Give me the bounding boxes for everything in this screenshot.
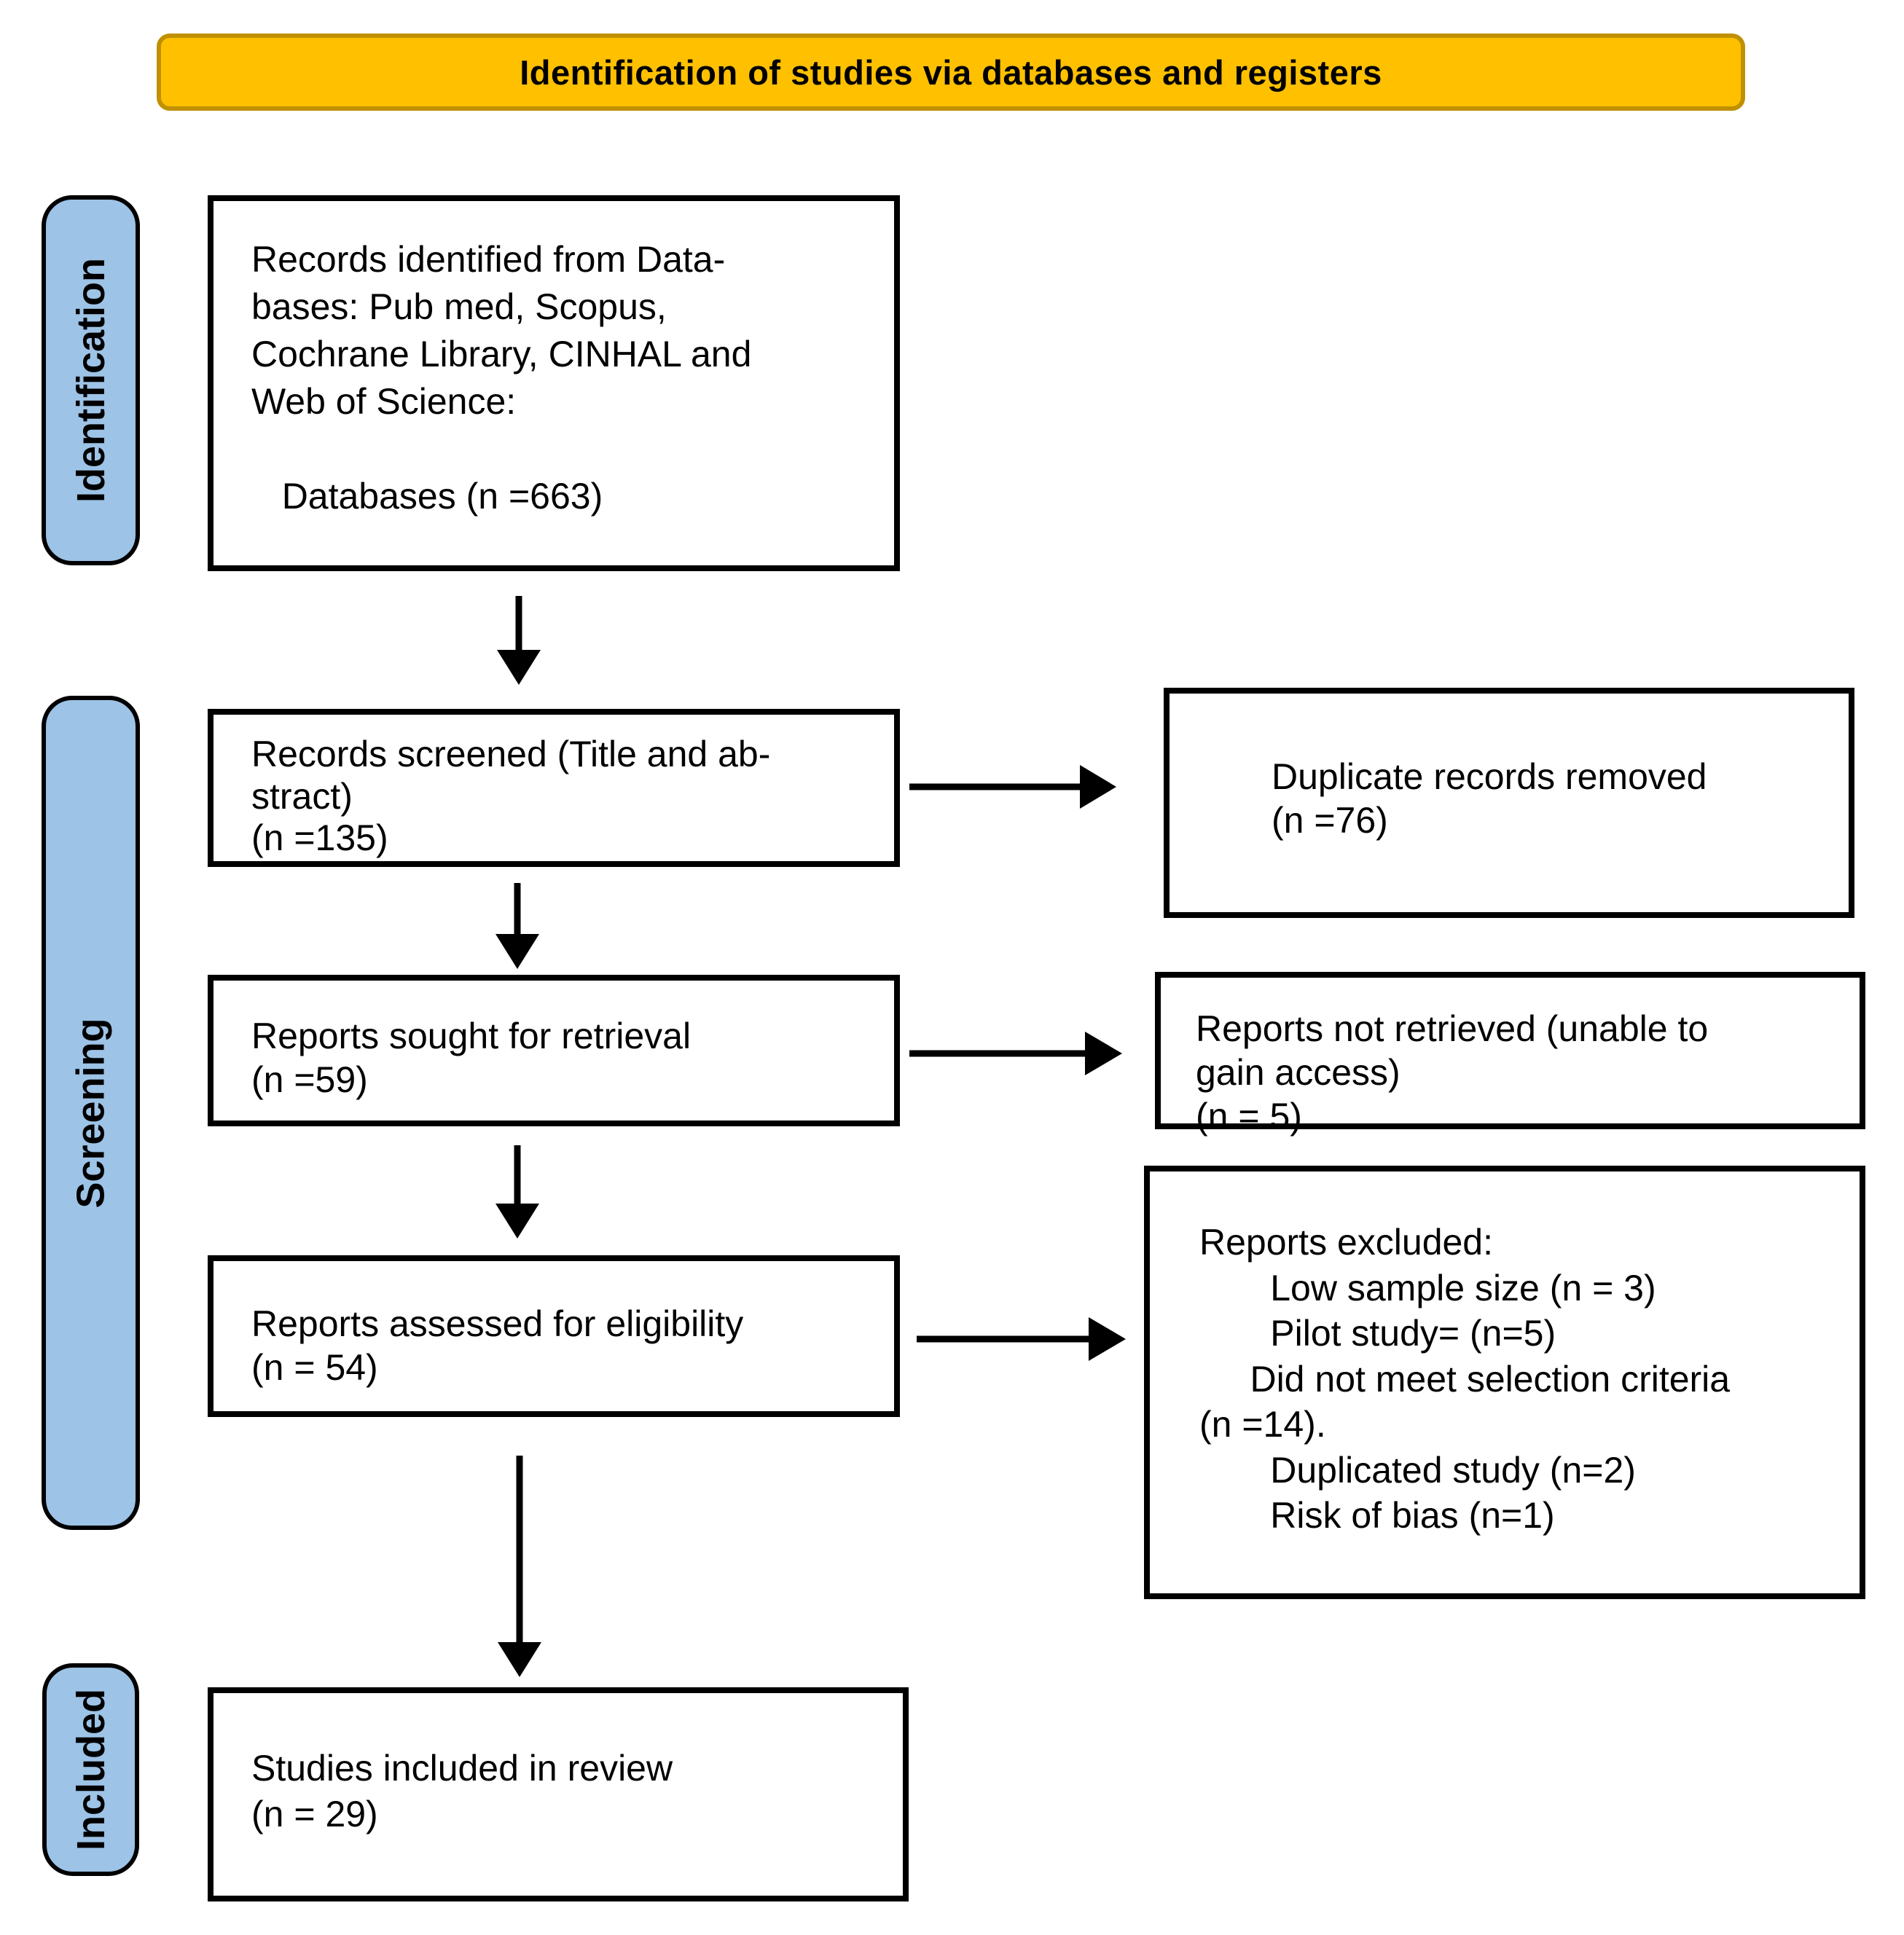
arrow-assessed-to-included bbox=[498, 1456, 541, 1677]
stage-label-identification: Identification bbox=[68, 258, 113, 503]
box-reports-sought: Reports sought for retrieval (n =59) bbox=[208, 975, 900, 1126]
box-reports-not-retrieved: Reports not retrieved (unable to gain ac… bbox=[1155, 972, 1865, 1137]
box-records-screened-text: Records screened (Title and ab- stract) … bbox=[251, 734, 771, 858]
stage-label-screening: Screening bbox=[68, 1017, 113, 1209]
arrow-sought-to-assessed bbox=[495, 1145, 539, 1239]
arrow-screened-to-duplicates bbox=[909, 765, 1116, 809]
diagram-title: Identification of studies via databases … bbox=[520, 52, 1382, 92]
box-records-identified: Records identified from Data- bases: Pub… bbox=[208, 195, 900, 571]
stage-bar-included: Included bbox=[42, 1663, 139, 1876]
box-reports-excluded: Reports excluded: Low sample size (n = 3… bbox=[1144, 1166, 1865, 1599]
box-duplicate-records-removed-text: Duplicate records removed (n =76) bbox=[1272, 756, 1707, 841]
arrow-assessed-to-excluded bbox=[917, 1317, 1126, 1361]
arrow-screened-to-sought bbox=[495, 883, 539, 969]
stage-label-included: Included bbox=[68, 1688, 113, 1851]
arrow-identified-to-screened bbox=[497, 596, 541, 685]
stage-bar-screening: Screening bbox=[42, 696, 140, 1530]
box-reports-assessed: Reports assessed for eligibility (n = 54… bbox=[208, 1255, 900, 1417]
box-reports-sought-text: Reports sought for retrieval (n =59) bbox=[251, 1016, 692, 1100]
stage-bar-identification: Identification bbox=[42, 195, 140, 565]
box-duplicate-records-removed: Duplicate records removed (n =76) bbox=[1164, 688, 1854, 918]
arrow-sought-to-not-retrieved bbox=[909, 1032, 1122, 1075]
box-studies-included: Studies included in review (n = 29) bbox=[208, 1687, 909, 1901]
title-banner: Identification of studies via databases … bbox=[157, 34, 1745, 111]
box-studies-included-text: Studies included in review (n = 29) bbox=[251, 1748, 673, 1834]
box-reports-assessed-text: Reports assessed for eligibility (n = 54… bbox=[251, 1303, 744, 1388]
box-records-identified-text: Records identified from Data- bases: Pub… bbox=[251, 239, 752, 517]
box-records-screened: Records screened (Title and ab- stract) … bbox=[208, 709, 900, 867]
box-reports-not-retrieved-text: Reports not retrieved (unable to gain ac… bbox=[1196, 1008, 1709, 1137]
box-reports-excluded-text: Reports excluded: Low sample size (n = 3… bbox=[1199, 1222, 1731, 1536]
